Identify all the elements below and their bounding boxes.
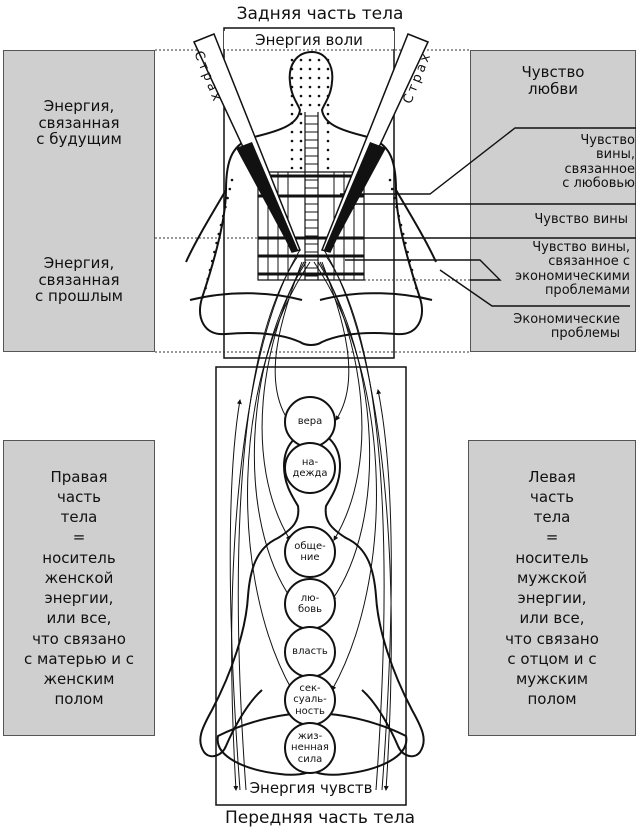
chakra-power: власть: [284, 626, 336, 678]
right-feelings-panel: [470, 50, 636, 352]
right-body-side-box: Правая часть тела = носитель женской эне…: [3, 440, 155, 736]
back-side-heading: Задняя часть тела: [236, 4, 404, 24]
feelings-energy-title: Энергия чувств: [249, 779, 373, 797]
chakra-communication: обще- ние: [284, 526, 336, 578]
spine-rungs: [305, 115, 318, 277]
guilt-love-label: Чувство вины, связанное с любовью: [562, 133, 635, 191]
chakra-love: лю- бовь: [284, 578, 336, 630]
love-feeling-label: Чувство любви: [521, 63, 585, 98]
front-side-heading: Передняя часть тела: [225, 808, 415, 828]
chakra-hope: на- дежда: [284, 442, 336, 494]
will-energy-title: Энергия воли: [224, 31, 394, 49]
chakra-vital-force: жиз- ненная сила: [284, 722, 336, 774]
left-energy-panel: [3, 50, 155, 352]
guilt-label: Чувство вины: [534, 212, 628, 227]
econ-problems-label: Экономические проблемы: [513, 312, 620, 342]
left-body-side-box: Левая часть тела = носитель мужской энер…: [468, 440, 636, 736]
chakra-sexuality: сек- суаль- ность: [284, 674, 336, 726]
guilt-econ-label: Чувство вины, связанное с экономическими…: [514, 240, 630, 298]
future-energy-label: Энергия, связанная с будущим: [36, 97, 122, 148]
back-dots: [202, 58, 420, 299]
fear-wedges: [192, 33, 430, 253]
callout-lines: [340, 127, 636, 307]
back-body-panel: [223, 27, 395, 359]
past-energy-label: Энергия, связанная с прошлым: [35, 254, 123, 305]
energy-flows: [229, 249, 392, 791]
chakra-faith: вера: [284, 396, 336, 448]
